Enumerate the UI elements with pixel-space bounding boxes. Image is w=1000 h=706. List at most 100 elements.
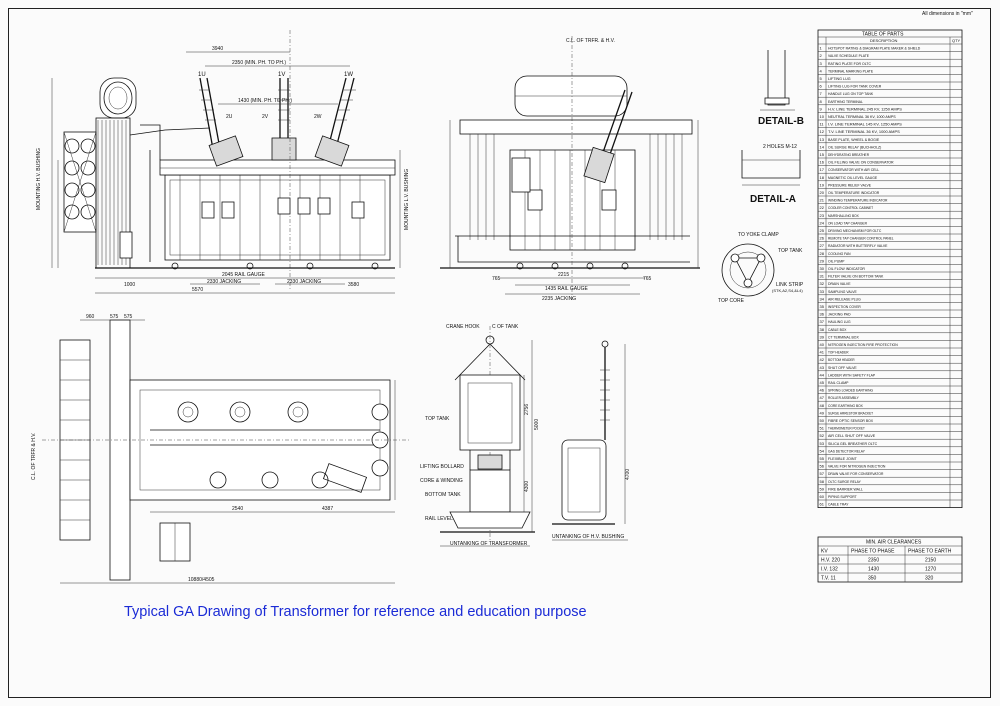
parts-row-number: 39 xyxy=(820,334,825,339)
parts-row-description: LIFTING LUG xyxy=(828,76,851,81)
parts-row-description: SAMPLING VALVE xyxy=(828,289,857,294)
dim-bottom-left: 1000 xyxy=(124,282,135,288)
clearance-header: PHASE TO PHASE xyxy=(851,549,895,555)
parts-row-number: 54 xyxy=(820,448,825,453)
parts-row-description: DEHYDRATING BREATHER xyxy=(828,152,869,157)
side-dim-jacking: 2235 JACKING xyxy=(542,296,576,302)
parts-row-number: 10 xyxy=(820,114,825,119)
parts-row-description: SHUT OFF VALVE xyxy=(828,365,857,370)
side-dim-rail: 1435 RAIL GAUGE xyxy=(545,286,589,292)
untank-dim-b: 5000 xyxy=(534,419,540,430)
parts-row-description: HAULING LUG xyxy=(828,319,851,324)
bushing-label-1u: 1U xyxy=(198,72,206,78)
parts-row-description: JACKING PAD xyxy=(828,312,851,317)
plan-dim-bottom-right: 4387 xyxy=(322,506,333,512)
side-dim-left: 765 xyxy=(492,276,501,282)
label-mounting-lv: MOUNTING L.V. BUSHING xyxy=(404,169,410,230)
parts-row-description: OIL FLOW INDICATOR xyxy=(828,266,865,271)
parts-row-number: 34 xyxy=(820,296,825,301)
parts-row-number: 2 xyxy=(820,53,823,58)
parts-row-number: 40 xyxy=(820,342,825,347)
untanking-bushing: 4700 UNTANKING OF H.V. BUSHING xyxy=(552,340,631,541)
parts-row-number: 12 xyxy=(820,129,825,134)
parts-row-description: SURGE ARRESTOR BRACKET xyxy=(828,410,874,415)
parts-row-number: 24 xyxy=(820,220,825,225)
parts-row-number: 18 xyxy=(820,175,825,180)
parts-row-description: CORE EARTHING BOX xyxy=(828,403,863,408)
parts-row-number: 46 xyxy=(820,388,825,393)
parts-row-number: 19 xyxy=(820,182,825,187)
parts-row-number: 59 xyxy=(820,486,825,491)
parts-row-description: TERMINAL MARKING PLATE xyxy=(828,68,873,73)
untank-top-tank-label: TOP TANK xyxy=(425,416,450,422)
parts-row-description: EARTHING TERMINAL xyxy=(828,99,863,104)
parts-row-description: CABLE BOX xyxy=(828,327,847,332)
parts-row-number: 27 xyxy=(820,243,825,248)
parts-row-description: DRIVING MECHANISM FOR OLTC xyxy=(828,228,881,233)
parts-row-description: NITROGEN INJECTION FIRE PROTECTION xyxy=(828,342,898,347)
detail-a: 2 HOLES M-12 DETAIL-A xyxy=(741,144,801,205)
parts-row-number: 29 xyxy=(820,258,825,263)
dim-overall-top: 3940 xyxy=(212,46,223,52)
parts-row-description: PIPING SUPPORT xyxy=(828,494,857,499)
detail-a-note: 2 HOLES M-12 xyxy=(763,144,797,150)
parts-row-number: 38 xyxy=(820,327,825,332)
parts-row-number: 15 xyxy=(820,152,825,157)
parts-row-number: 52 xyxy=(820,433,825,438)
top-tank-shape xyxy=(459,374,521,451)
parts-row-number: 42 xyxy=(820,357,825,362)
parts-row-number: 33 xyxy=(820,289,825,294)
detail-a-title: DETAIL-A xyxy=(750,194,796,205)
bushing-dim: 4700 xyxy=(625,469,631,480)
parts-row-number: 5 xyxy=(820,76,823,81)
side-elevation: C.L. OF TRFR. & H.V. 2215 1435 RAIL GAUG… xyxy=(440,36,700,302)
parts-row-number: 21 xyxy=(820,198,825,203)
detail-b-title: DETAIL-B xyxy=(758,116,804,127)
untanking-bushing-caption: UNTANKING OF H.V. BUSHING xyxy=(552,534,624,540)
link-strip-code: (STK,A2,S4,&L4) xyxy=(772,288,803,293)
plan-dim-overall: 10880/4505 xyxy=(188,577,215,583)
parts-row-number: 45 xyxy=(820,380,825,385)
clearance-cell: 1430 xyxy=(868,567,879,573)
parts-row-number: 8 xyxy=(820,99,823,104)
of-tank-label: C OF TANK xyxy=(492,324,519,330)
parts-row-description: DRAIN VALVE FOR CONSERVATOR xyxy=(828,471,883,476)
parts-row-number: 43 xyxy=(820,365,825,370)
parts-row-number: 35 xyxy=(820,304,825,309)
bushing-label-2w: 2W xyxy=(314,114,322,120)
bushing-label-1w: 1W xyxy=(344,72,353,78)
dim-rail-gauge: 2045 RAIL GAUGE xyxy=(222,272,266,278)
parts-row-number: 49 xyxy=(820,410,825,415)
parts-row-description: SPRING LOADED EARTHING xyxy=(828,388,873,393)
parts-row-number: 48 xyxy=(820,403,825,408)
parts-row-number: 55 xyxy=(820,456,825,461)
parts-row-description: FLEXIBLE JOINT xyxy=(828,456,857,461)
to-yoke-clamp-label: TO YOKE CLAMP xyxy=(738,232,779,238)
bushing-label-2v: 2V xyxy=(262,114,269,120)
parts-row-description: SILICA GEL BREATHER OLTC xyxy=(828,441,877,446)
parts-table-title: TABLE OF PARTS xyxy=(862,32,904,38)
hv-bushings xyxy=(199,77,356,167)
parts-row-number: 25 xyxy=(820,228,825,233)
parts-row-number: 20 xyxy=(820,190,825,195)
parts-row-description: TOP HEADER xyxy=(828,350,849,355)
untanking-transformer: CRANE HOOK C OF TANK TOP TANK LIFTING BO… xyxy=(420,324,540,547)
top-core-label: TOP CORE xyxy=(718,298,745,304)
parts-row-number: 11 xyxy=(820,122,825,127)
parts-row-number: 23 xyxy=(820,213,825,218)
parts-row-description: COOLING FAN xyxy=(828,251,851,256)
core-winding-shape xyxy=(469,469,511,513)
clearance-cell: 2350 xyxy=(868,558,879,564)
parts-col-description: DESCRIPTION xyxy=(870,38,897,43)
plan-dim-bottom-left: 2540 xyxy=(232,506,243,512)
clearance-header: KV xyxy=(821,549,828,555)
parts-row-number: 26 xyxy=(820,236,825,241)
parts-row-number: 17 xyxy=(820,167,825,172)
parts-row-number: 13 xyxy=(820,137,825,142)
parts-row-number: 16 xyxy=(820,160,825,165)
parts-row-description: CT TERMINAL BOX xyxy=(828,334,859,339)
